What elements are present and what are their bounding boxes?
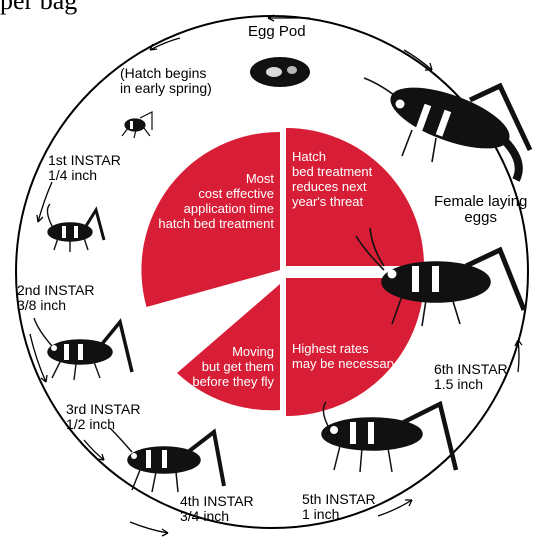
segment-bottom-right-text: Highest rates may be necessary	[292, 342, 398, 372]
instar-5-label: 5th INSTAR 1 inch	[302, 492, 376, 521]
segment-top-right-text: Hatch bed treatment reduces next year's …	[292, 150, 372, 210]
female-laying-eggs-label: Female laying eggs	[434, 194, 527, 226]
arrow-left-upper	[38, 182, 52, 222]
segment-bottom-left-text: Moving but get them before they fly	[180, 345, 274, 390]
second-instar-grasshopper-icon	[34, 318, 132, 380]
instar-6-label: 6th INSTAR 1.5 inch	[434, 362, 508, 391]
arrow-bottom	[130, 522, 168, 533]
arrow-right	[518, 340, 519, 372]
hatch-note-label: (Hatch begins in early spring)	[120, 66, 212, 95]
egg-pod-label: Egg Pod	[248, 24, 306, 40]
egg-pod-icon	[250, 57, 310, 87]
fourth-instar-grasshopper-icon	[322, 402, 456, 472]
instar-2-label: 2nd INSTAR 3/8 inch	[17, 283, 95, 312]
first-instar-grasshopper-icon	[47, 204, 104, 252]
hatchling-grasshopper-icon	[122, 112, 152, 138]
instar-4-label: 4th INSTAR 3/4 inch	[180, 494, 254, 523]
arrow-upper-right	[404, 50, 432, 70]
instar-1-label: 1st INSTAR 1/4 inch	[48, 153, 121, 182]
segment-top-left-text: Most cost effective application time hat…	[150, 172, 274, 232]
instar-3-label: 3rd INSTAR 1/2 inch	[66, 402, 140, 431]
